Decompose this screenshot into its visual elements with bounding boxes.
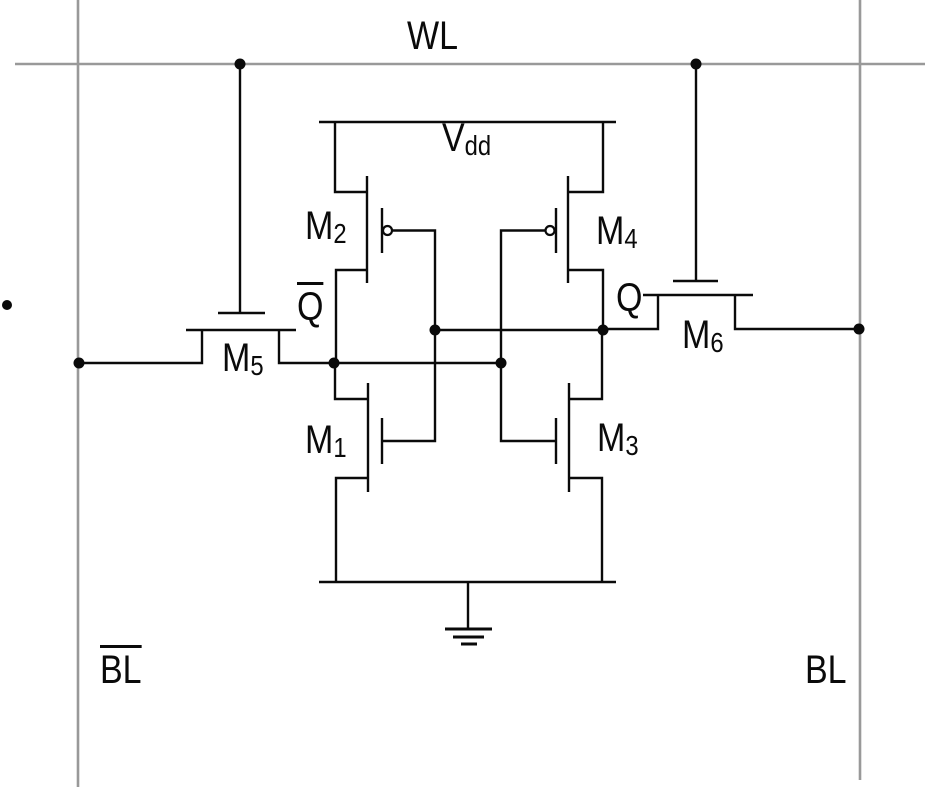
- junction-dot-blbar-m5: [73, 357, 85, 369]
- m4-sub-text: 4: [624, 223, 638, 254]
- m3-source-lead: [569, 476, 604, 583]
- label-bl: BL: [805, 650, 847, 690]
- m4-source-lead: [568, 122, 605, 194]
- label-blbar: BL: [100, 645, 142, 690]
- label-m1: M1: [305, 420, 347, 462]
- label-wl: WL: [407, 16, 458, 56]
- transistor-m6: [603, 64, 860, 331]
- m1-base-text: M: [305, 418, 334, 462]
- transistor-m3: [554, 330, 604, 583]
- m2-sub-text: 2: [333, 218, 347, 249]
- inverter1-gate-wire: [382, 229, 437, 443]
- m5-right-leg: [277, 330, 335, 365]
- m6-right-leg: [733, 295, 860, 331]
- transistor-m5: [79, 64, 335, 365]
- m6-sub-text: 6: [710, 327, 724, 358]
- vdd-base-text: V: [442, 116, 465, 160]
- m4-pmos-bubble-icon: [544, 224, 556, 237]
- m3-base-text: M: [597, 416, 626, 460]
- wl-text: WL: [407, 14, 458, 58]
- transistor-m2: [333, 122, 394, 363]
- transistor-m1: [333, 363, 384, 583]
- blbar-text: BL: [100, 645, 142, 690]
- junction-dot-qbar-gates: [495, 357, 507, 369]
- transistor-m4: [544, 122, 605, 330]
- m3-drain-lead: [569, 330, 604, 401]
- m5-sub-text: 5: [250, 350, 264, 381]
- m3-sub-text: 3: [625, 430, 639, 461]
- ground-icon: [319, 580, 616, 646]
- q-text: Q: [616, 276, 643, 320]
- m4-base-text: M: [596, 209, 625, 253]
- vdd-sub-text: dd: [464, 130, 492, 161]
- m2-source-lead: [333, 122, 367, 194]
- m5-base-text: M: [222, 336, 251, 380]
- label-m5: M5: [222, 338, 264, 380]
- bl-text: BL: [805, 648, 847, 692]
- bullet-dot: [2, 300, 12, 310]
- m6-left-leg: [603, 295, 660, 331]
- label-m6: M6: [682, 315, 724, 357]
- inverter2-gate-wire: [499, 229, 556, 443]
- m1-source-lead: [334, 476, 368, 583]
- qbar-text: Q: [297, 282, 324, 327]
- label-m4: M4: [596, 211, 638, 253]
- junction-dot-bl-m6: [853, 323, 865, 335]
- m1-sub-text: 1: [333, 432, 347, 463]
- label-qbar: Q: [297, 282, 324, 327]
- m6-base-text: M: [682, 313, 711, 357]
- m4-drain-lead: [568, 268, 605, 330]
- m1-drain-lead: [333, 363, 368, 401]
- junction-dot-wl-m6: [690, 58, 702, 70]
- label-m2: M2: [305, 206, 347, 248]
- label-vdd: Vdd: [442, 118, 491, 160]
- junction-dot-q-gates: [429, 324, 441, 336]
- label-q: Q: [616, 278, 642, 318]
- junction-dot-qbar-node: [328, 357, 340, 369]
- junction-dot-wl-m5: [234, 58, 246, 70]
- label-m3: M3: [597, 418, 639, 460]
- m2-base-text: M: [305, 204, 334, 248]
- m2-drain-lead: [334, 268, 367, 363]
- junction-dot-q-node: [597, 324, 609, 336]
- m5-left-leg: [79, 330, 204, 365]
- m2-pmos-bubble-icon: [381, 224, 394, 237]
